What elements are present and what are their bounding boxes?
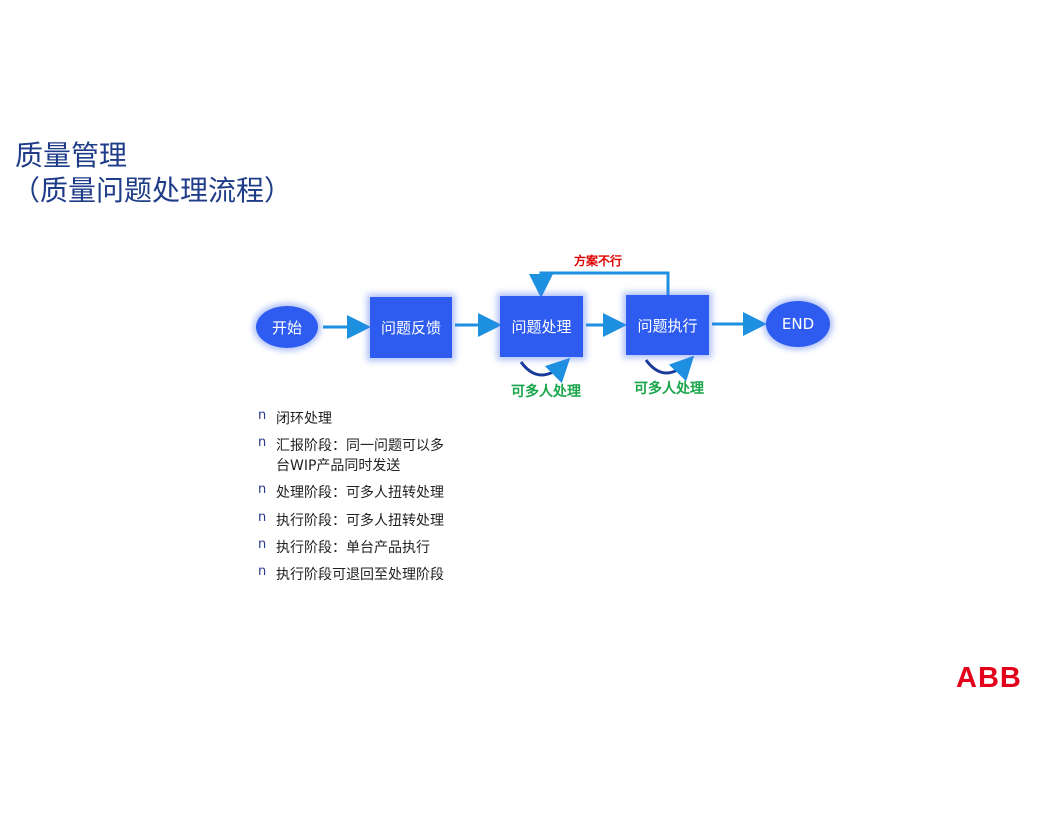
slide-subtitle: （质量问题处理流程） (12, 174, 293, 207)
loop-label: 方案不行 (574, 254, 623, 268)
bullet-marker: n (258, 564, 267, 579)
multi-handler-label-2: 可多人处理 (634, 381, 704, 397)
bullet-item: n 处理阶段：可多人扭转处理 (258, 482, 444, 502)
bullet-text: 执行阶段：可多人扭转处理 (276, 513, 444, 529)
bullet-text: 执行阶段可退回至处理阶段 (276, 567, 444, 583)
loop-back-arrow (529, 271, 670, 298)
bullet-marker: n (258, 537, 267, 552)
bullet-marker: n (258, 435, 267, 450)
node-problem-execution: 问题执行 (626, 295, 709, 355)
node-problem-feedback: 问题反馈 (370, 297, 452, 358)
bullet-marker: n (258, 510, 267, 525)
bullet-item: n 闭环处理 (258, 408, 332, 428)
self-loop-arrow-1 (519, 357, 571, 384)
bullet-item: n 汇报阶段：同一问题可以多台WIP产品同时发送 (258, 435, 444, 475)
bullet-item: n 执行阶段：可多人扭转处理 (258, 510, 444, 530)
abb-logo: ABB (956, 662, 1022, 694)
node-start: 开始 (256, 306, 318, 348)
bullet-text-line: 台WIP产品同时发送 (276, 458, 401, 474)
bullet-text: 汇报阶段：同一问题可以多台WIP产品同时发送 (276, 435, 444, 475)
bullet-text: 执行阶段：单台产品执行 (276, 540, 430, 556)
bullet-marker: n (258, 408, 267, 423)
bullet-text: 处理阶段：可多人扭转处理 (276, 485, 444, 501)
multi-handler-label-1: 可多人处理 (511, 384, 581, 400)
bullet-text-line: 汇报阶段：同一问题可以多 (276, 438, 444, 454)
node-problem-handling: 问题处理 (500, 296, 583, 357)
bullet-text: 闭环处理 (276, 411, 332, 427)
bullet-marker: n (258, 482, 267, 497)
slide-title: 质量管理 (15, 139, 128, 172)
bullet-item: n 执行阶段：单台产品执行 (258, 537, 430, 557)
self-loop-arrow-2 (644, 355, 695, 382)
bullet-item: n 执行阶段可退回至处理阶段 (258, 564, 444, 584)
node-end: END (766, 301, 830, 347)
